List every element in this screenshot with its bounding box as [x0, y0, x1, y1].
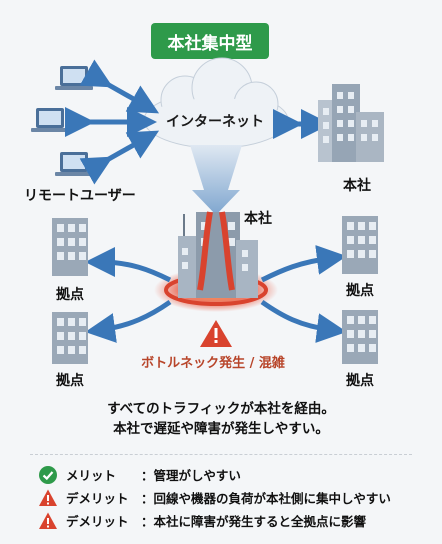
branch-building-icon — [52, 312, 88, 364]
central-hq-building-icon — [178, 211, 258, 298]
branch-arrow — [85, 299, 172, 343]
hq-building-icon — [318, 84, 384, 162]
point-text: ：管理がしやすい — [141, 468, 241, 483]
remote-users-label: リモートユーザー — [24, 188, 136, 204]
check-icon — [39, 465, 57, 484]
laptop-icon — [31, 108, 69, 132]
branch-arrow — [260, 299, 347, 344]
remote-arrow — [79, 130, 160, 185]
remote-arrow — [79, 59, 160, 114]
point-text: ：回線や機器の負荷が本社側に集中しやすい — [141, 491, 391, 506]
points-list: メリット ：管理がしやすい デメリット ：回線や機器の負荷が本社側に集中しやすい… — [38, 463, 391, 532]
demerit-item: デメリット ：回線や機器の負荷が本社側に集中しやすい — [38, 486, 391, 509]
point-text: ：本社に障害が発生すると全拠点に影響 — [141, 514, 367, 529]
warning-icon — [39, 512, 57, 529]
central-hq-label: 本社 — [244, 211, 272, 227]
merit-item: メリット ：管理がしやすい — [38, 463, 391, 486]
diagram-title: 本社集中型 — [151, 23, 269, 59]
network-diagram — [31, 57, 384, 364]
warning-icon — [39, 489, 57, 506]
point-type: メリット — [66, 468, 117, 483]
branch-building-icon — [342, 216, 378, 274]
branch-label: 拠点 — [346, 283, 374, 299]
traffic-funnel — [190, 145, 242, 215]
branch-label: 拠点 — [56, 287, 84, 303]
branch-label: 拠点 — [56, 373, 84, 389]
demerit-item: デメリット ：本社に障害が発生すると全拠点に影響 — [38, 509, 391, 532]
point-type: デメリット — [66, 491, 129, 506]
branch-arrow — [260, 244, 347, 283]
internet-cloud — [143, 57, 289, 149]
laptop-icon — [55, 66, 93, 90]
summary-line: すべてのトラフィックが本社を経由。 — [107, 401, 335, 417]
branch-building-icon — [342, 310, 378, 364]
warning-icon — [200, 320, 232, 347]
bottleneck-label: ボトルネック発生 / 混雑 — [141, 356, 285, 371]
summary-text: すべてのトラフィックが本社を経由。 本社で遅延や障害が発生しやすい。 — [0, 399, 442, 439]
laptop-icon — [55, 152, 93, 176]
summary-line: 本社で遅延や障害が発生しやすい。 — [113, 421, 329, 437]
hq-label: 本社 — [343, 178, 371, 194]
divider — [30, 454, 412, 455]
branch-label: 拠点 — [346, 373, 374, 389]
point-type: デメリット — [66, 514, 129, 529]
branch-building-icon — [52, 218, 88, 276]
branch-arrow — [85, 247, 172, 283]
internet-label: インターネット — [166, 114, 264, 130]
